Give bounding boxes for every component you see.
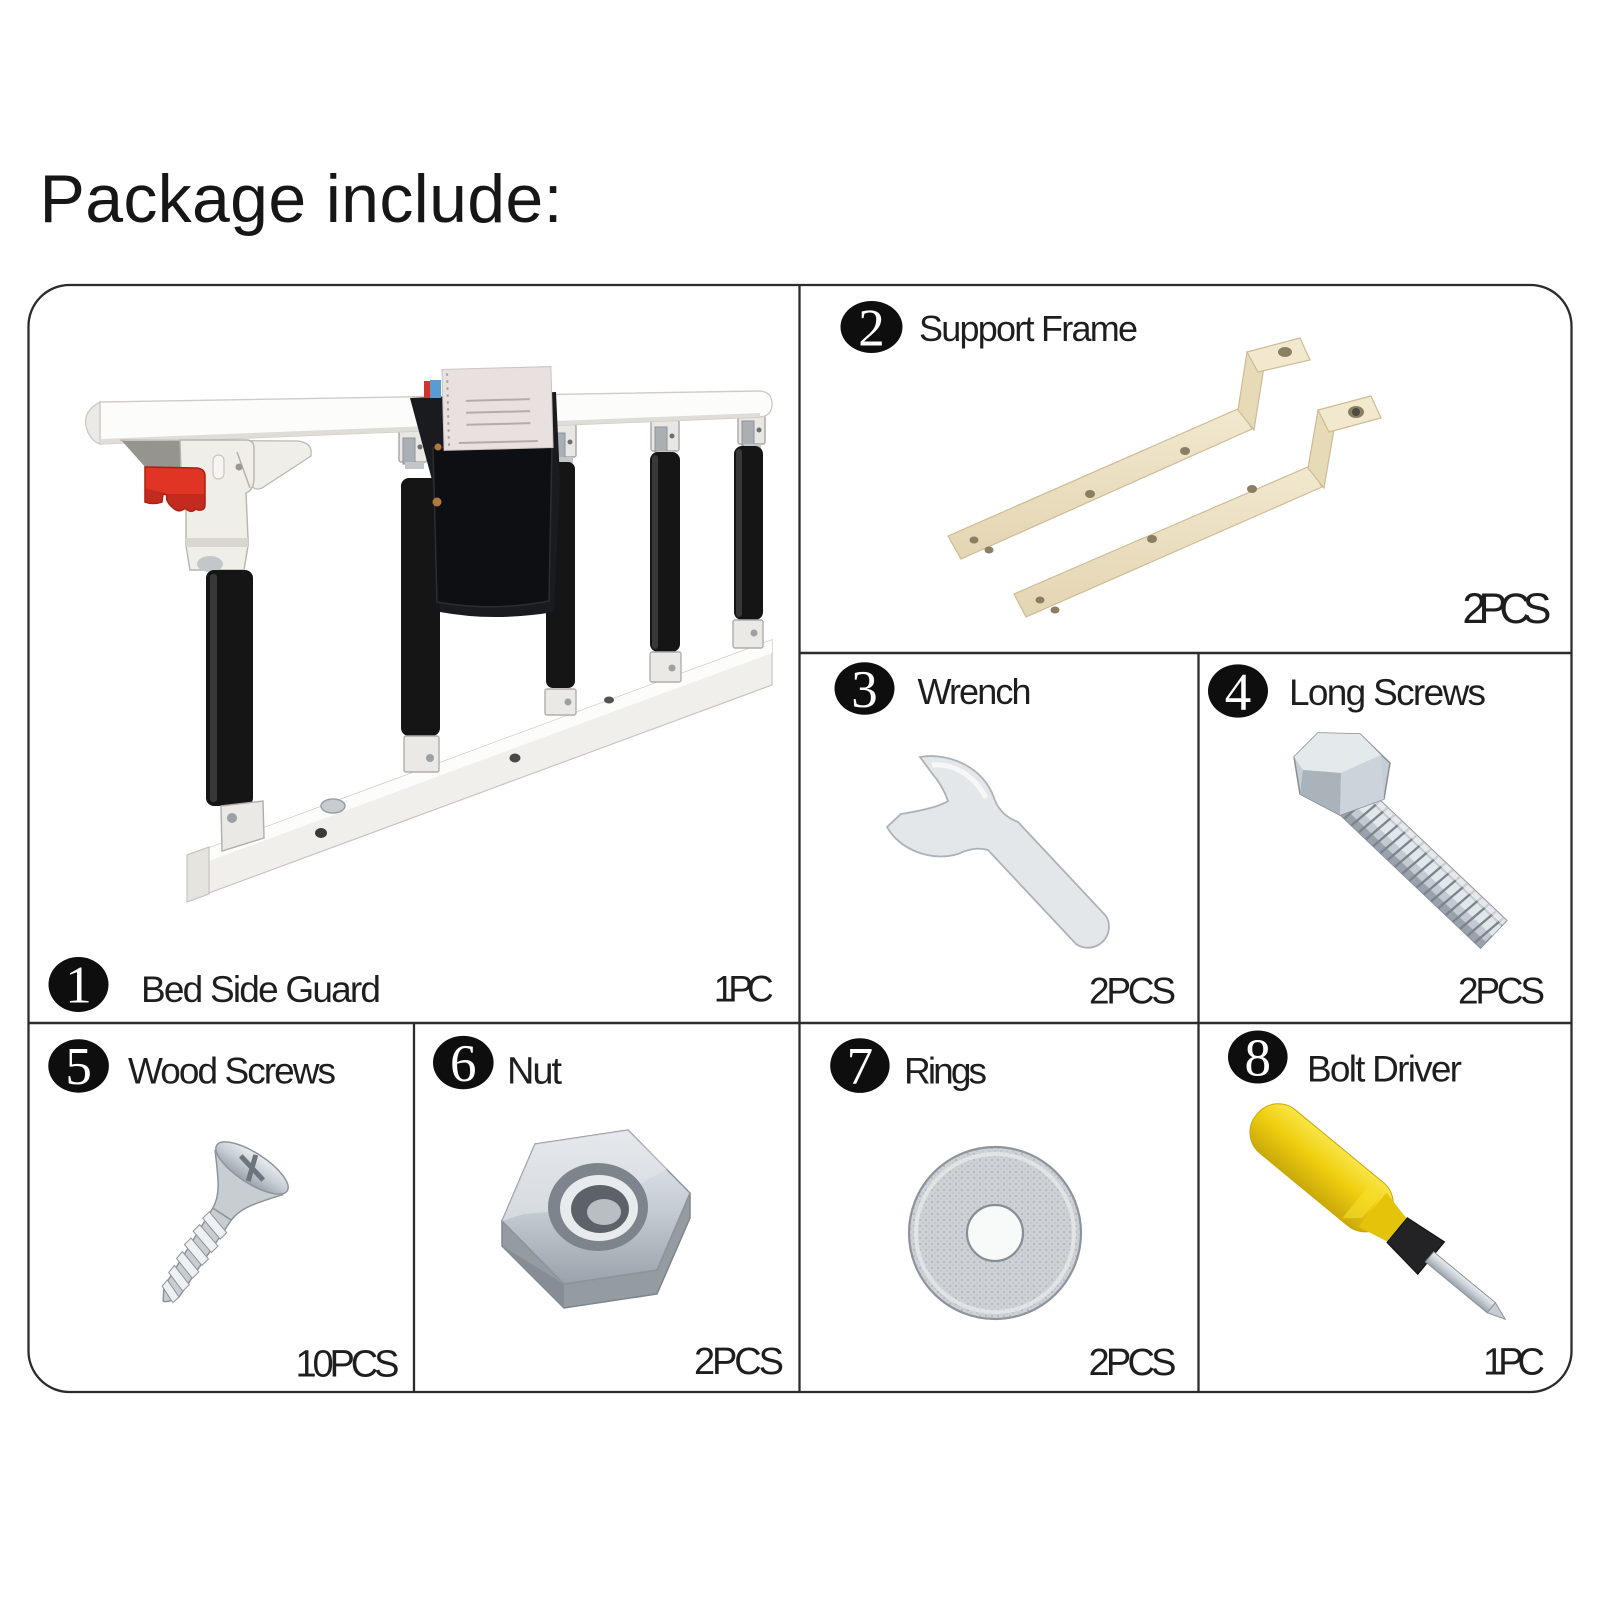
- svg-text:4: 4: [1225, 664, 1252, 722]
- svg-text:7: 7: [847, 1038, 874, 1096]
- svg-text:2PCS: 2PCS: [1462, 585, 1551, 633]
- svg-text:1PC: 1PC: [714, 969, 774, 1010]
- svg-text:Nut: Nut: [507, 1051, 562, 1093]
- svg-text:8: 8: [1245, 1030, 1272, 1088]
- svg-text:2PCS: 2PCS: [1089, 971, 1176, 1012]
- svg-text:Long Screws: Long Screws: [1289, 672, 1486, 713]
- svg-text:Wrench: Wrench: [918, 671, 1032, 712]
- svg-text:10PCS: 10PCS: [296, 1344, 400, 1386]
- svg-text:1PC: 1PC: [1483, 1342, 1545, 1384]
- svg-text:Package include:: Package include:: [40, 161, 563, 237]
- svg-text:2PCS: 2PCS: [1089, 1342, 1177, 1384]
- svg-text:1: 1: [65, 957, 92, 1015]
- svg-text:2PCS: 2PCS: [694, 1341, 784, 1383]
- svg-text:Rings: Rings: [904, 1051, 987, 1092]
- svg-text:3: 3: [851, 661, 878, 719]
- svg-text:Bed Side Guard: Bed Side Guard: [141, 969, 381, 1010]
- svg-text:5: 5: [65, 1038, 92, 1096]
- svg-text:2PCS: 2PCS: [1458, 971, 1545, 1012]
- svg-text:Wood Screws: Wood Screws: [128, 1051, 336, 1092]
- svg-text:6: 6: [450, 1035, 477, 1093]
- svg-text:Support Frame: Support Frame: [919, 308, 1138, 349]
- svg-text:2: 2: [858, 300, 885, 358]
- svg-text:Bolt Driver: Bolt Driver: [1307, 1049, 1462, 1090]
